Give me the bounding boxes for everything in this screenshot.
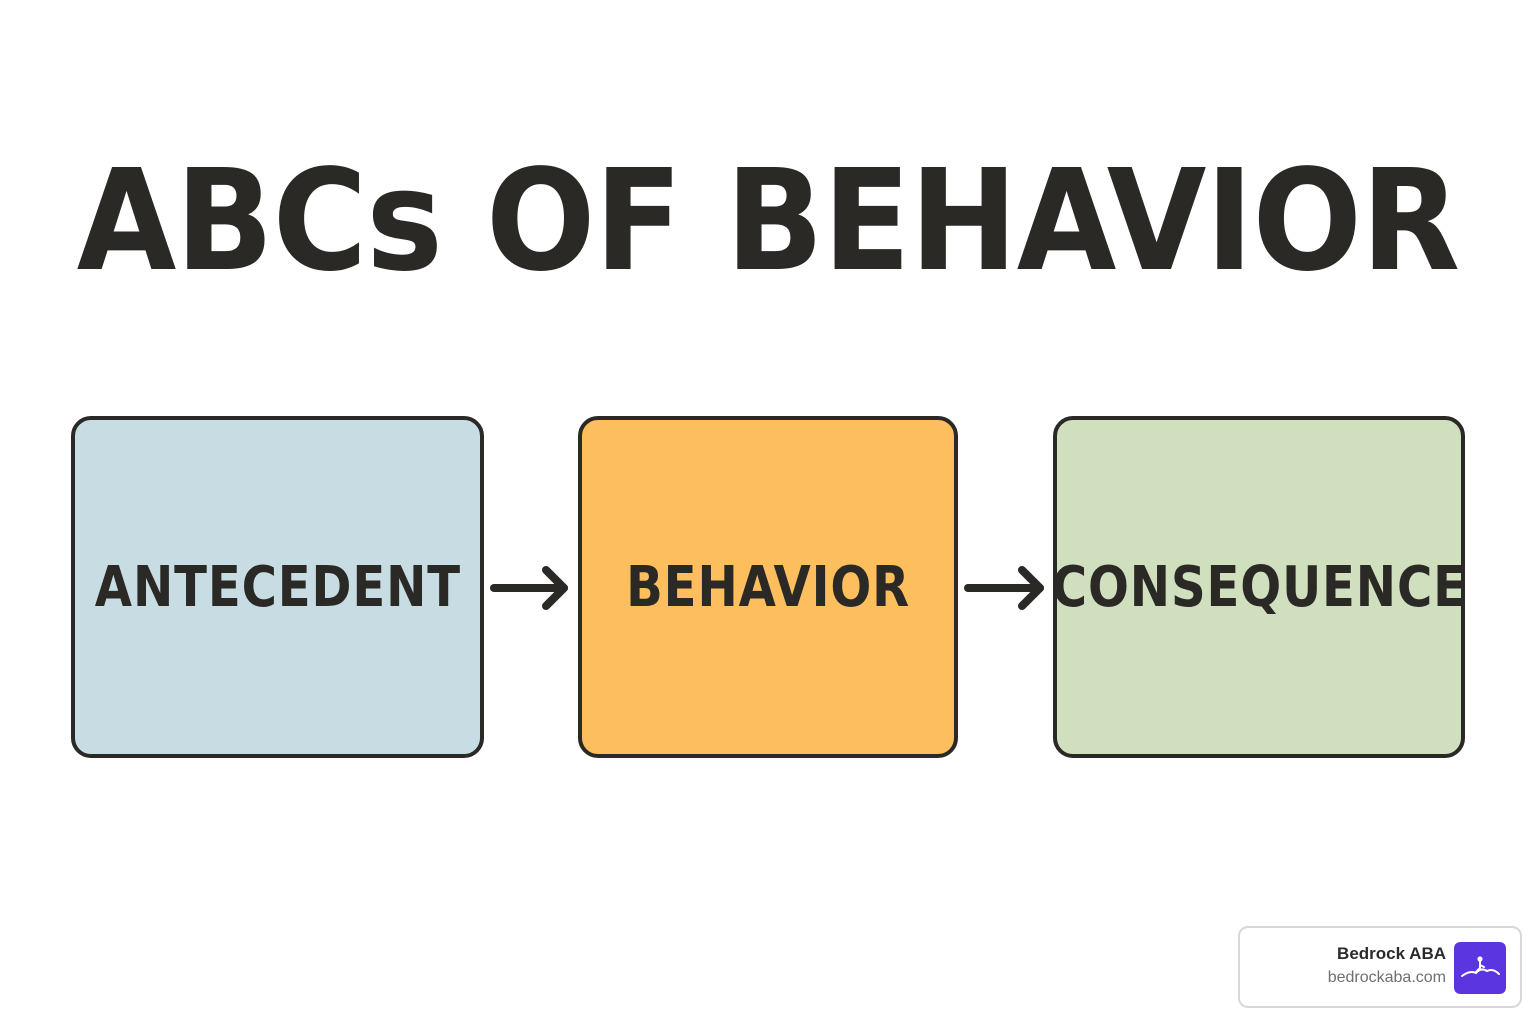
behavior-box: BEHAVIOR — [578, 416, 958, 758]
antecedent-label: ANTECEDENT — [94, 554, 461, 620]
antecedent-box: ANTECEDENT — [71, 416, 484, 758]
bedrock-logo-icon — [1454, 942, 1506, 994]
diagram-title: ABCs OF BEHAVIOR — [76, 140, 1461, 303]
arrow-right-icon — [490, 566, 568, 610]
brand-badge[interactable]: Bedrock ABA bedrockaba.com — [1238, 926, 1522, 1008]
brand-url[interactable]: bedrockaba.com — [1327, 969, 1446, 986]
consequence-box: CONSEQUENCE — [1053, 416, 1465, 758]
consequence-label: CONSEQUENCE — [1053, 554, 1465, 620]
arrow-right-icon — [964, 566, 1044, 610]
brand-name: Bedrock ABA — [1337, 944, 1446, 963]
behavior-label: BEHAVIOR — [625, 554, 911, 620]
